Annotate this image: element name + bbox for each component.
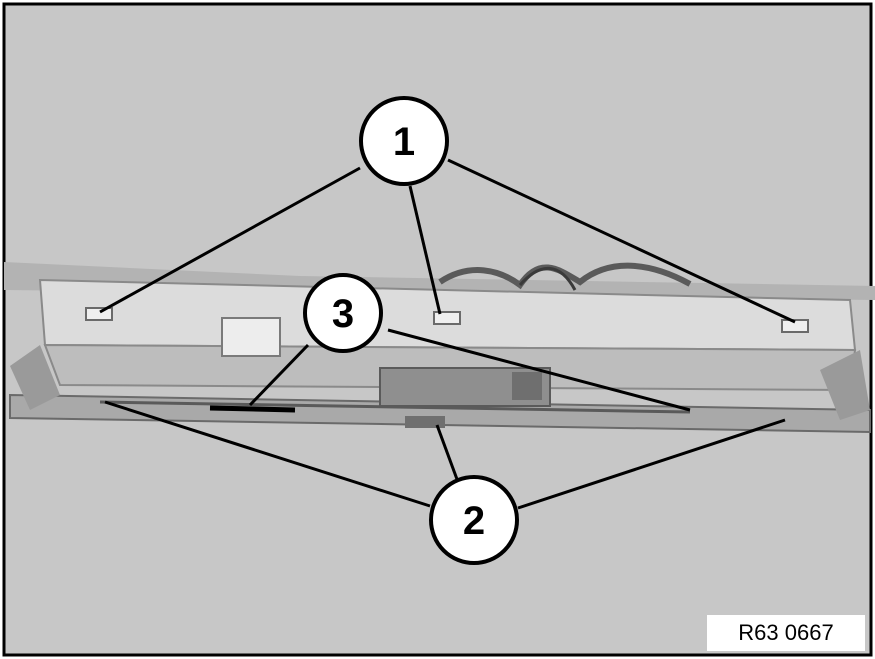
callout-1: 1	[359, 96, 449, 186]
callout-1-circle	[359, 96, 449, 186]
guide-rail	[99, 400, 691, 414]
clip-center	[433, 311, 461, 325]
rail-carrier	[405, 416, 445, 428]
callout-2-circle	[429, 475, 519, 565]
leader-2-center	[435, 424, 460, 483]
label-plate	[221, 317, 281, 357]
callout-2-label: 2	[463, 499, 485, 543]
clip-left	[85, 307, 113, 321]
clip-right	[781, 319, 809, 333]
cable-loop	[518, 266, 577, 291]
callout-3-circle	[303, 273, 383, 353]
callout-2: 2	[429, 475, 519, 565]
callout-1-label: 1	[393, 120, 415, 164]
callout-3-label: 3	[332, 292, 354, 336]
figure-reference: R63 0667	[707, 615, 865, 651]
leader-3-left	[248, 343, 310, 407]
motor-gear	[512, 372, 542, 400]
leader-1-center	[408, 185, 442, 315]
callout-3: 3	[303, 273, 383, 353]
left-bracket	[10, 345, 60, 410]
leader-3-right	[387, 328, 691, 412]
guide-rail-dark	[209, 405, 296, 413]
leader-1-right	[447, 158, 796, 324]
leader-2-right	[517, 418, 786, 510]
leader-1-left	[99, 166, 361, 314]
right-bracket	[820, 350, 870, 420]
leader-2-left	[104, 400, 431, 508]
